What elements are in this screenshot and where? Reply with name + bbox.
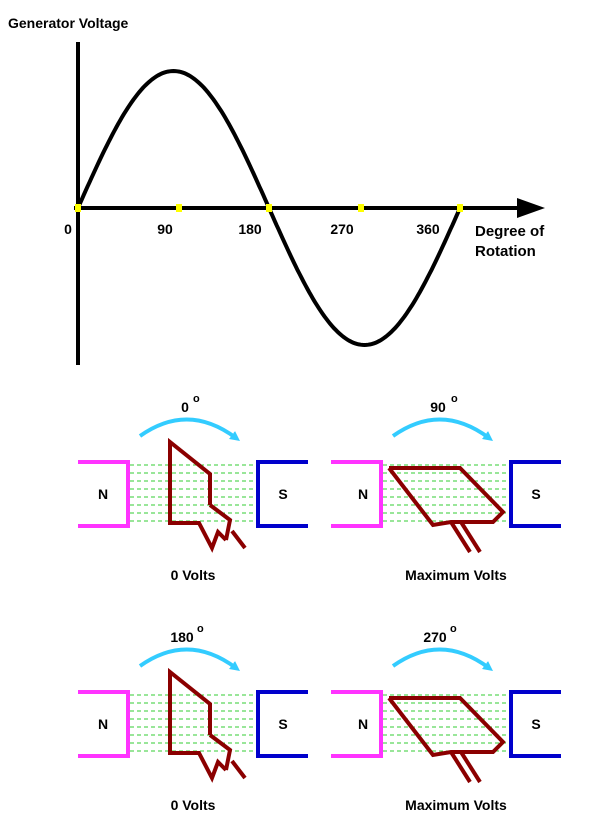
north-pole-magnet <box>78 460 130 528</box>
tick-label-180: 180 <box>238 221 262 237</box>
panel-270-degrees: 270 o N S Maximum Volts <box>331 623 561 813</box>
tick-label-270: 270 <box>330 221 354 237</box>
south-pole-magnet <box>256 690 308 758</box>
output-voltage-label: 0 Volts <box>171 797 216 813</box>
south-pole-label: S <box>278 716 287 732</box>
north-pole-label: N <box>98 716 108 732</box>
magnetic-field-lines <box>130 694 256 752</box>
x-axis-label-line1: Degree of <box>475 223 545 240</box>
output-voltage-label: Maximum Volts <box>405 797 507 813</box>
tick-marker-90 <box>176 204 182 212</box>
degree-symbol: o <box>450 623 457 635</box>
angle-label: 0 <box>181 399 189 415</box>
armature-coil <box>387 696 506 784</box>
south-pole-magnet <box>256 460 308 528</box>
panel-90-degrees: 90 o N S Maximum Volts <box>331 393 561 583</box>
tick-marker-360 <box>457 204 463 212</box>
magnetic-field-lines <box>383 464 509 522</box>
north-pole-magnet <box>78 690 130 758</box>
panel-180-degrees: 180 o N S 0 Volts <box>78 623 308 813</box>
magnetic-field-lines <box>383 694 509 752</box>
x-axis-arrowhead <box>517 198 545 218</box>
north-pole-label: N <box>98 486 108 502</box>
north-pole-magnet <box>331 690 383 758</box>
rotation-arrow-icon <box>138 417 241 441</box>
panel-0-degrees: 0 o N S 0 Volts <box>78 393 308 583</box>
output-voltage-label: 0 Volts <box>171 567 216 583</box>
graph-title: Generator Voltage <box>8 15 129 31</box>
north-pole-magnet <box>331 460 383 528</box>
south-pole-magnet <box>509 690 561 758</box>
north-pole-label: N <box>358 716 368 732</box>
output-voltage-label: Maximum Volts <box>405 567 507 583</box>
degree-symbol: o <box>197 623 204 635</box>
tick-label-360: 360 <box>416 221 440 237</box>
angle-label: 180 <box>170 629 194 645</box>
angle-label: 90 <box>430 399 446 415</box>
angle-label: 270 <box>423 629 447 645</box>
south-pole-label: S <box>531 486 540 502</box>
voltage-graph: Generator Voltage 0 90 180 270 360 Degre… <box>8 15 545 365</box>
rotation-arrow-icon <box>391 417 494 441</box>
tick-label-0: 0 <box>64 221 72 237</box>
rotation-arrow-icon <box>138 647 241 671</box>
south-pole-label: S <box>278 486 287 502</box>
tick-marker-270 <box>358 204 364 212</box>
armature-coil <box>387 466 506 554</box>
degree-symbol: o <box>193 393 200 405</box>
degree-symbol: o <box>451 393 458 405</box>
x-axis-label-line2: Rotation <box>475 243 536 260</box>
tick-marker-180 <box>266 204 272 212</box>
south-pole-label: S <box>531 716 540 732</box>
north-pole-label: N <box>358 486 368 502</box>
rotation-arrow-icon <box>391 647 494 671</box>
tick-label-90: 90 <box>157 221 173 237</box>
south-pole-magnet <box>509 460 561 528</box>
tick-marker-0 <box>75 204 81 212</box>
armature-coil <box>168 437 247 553</box>
magnetic-field-lines <box>130 464 256 522</box>
armature-coil <box>168 667 247 783</box>
